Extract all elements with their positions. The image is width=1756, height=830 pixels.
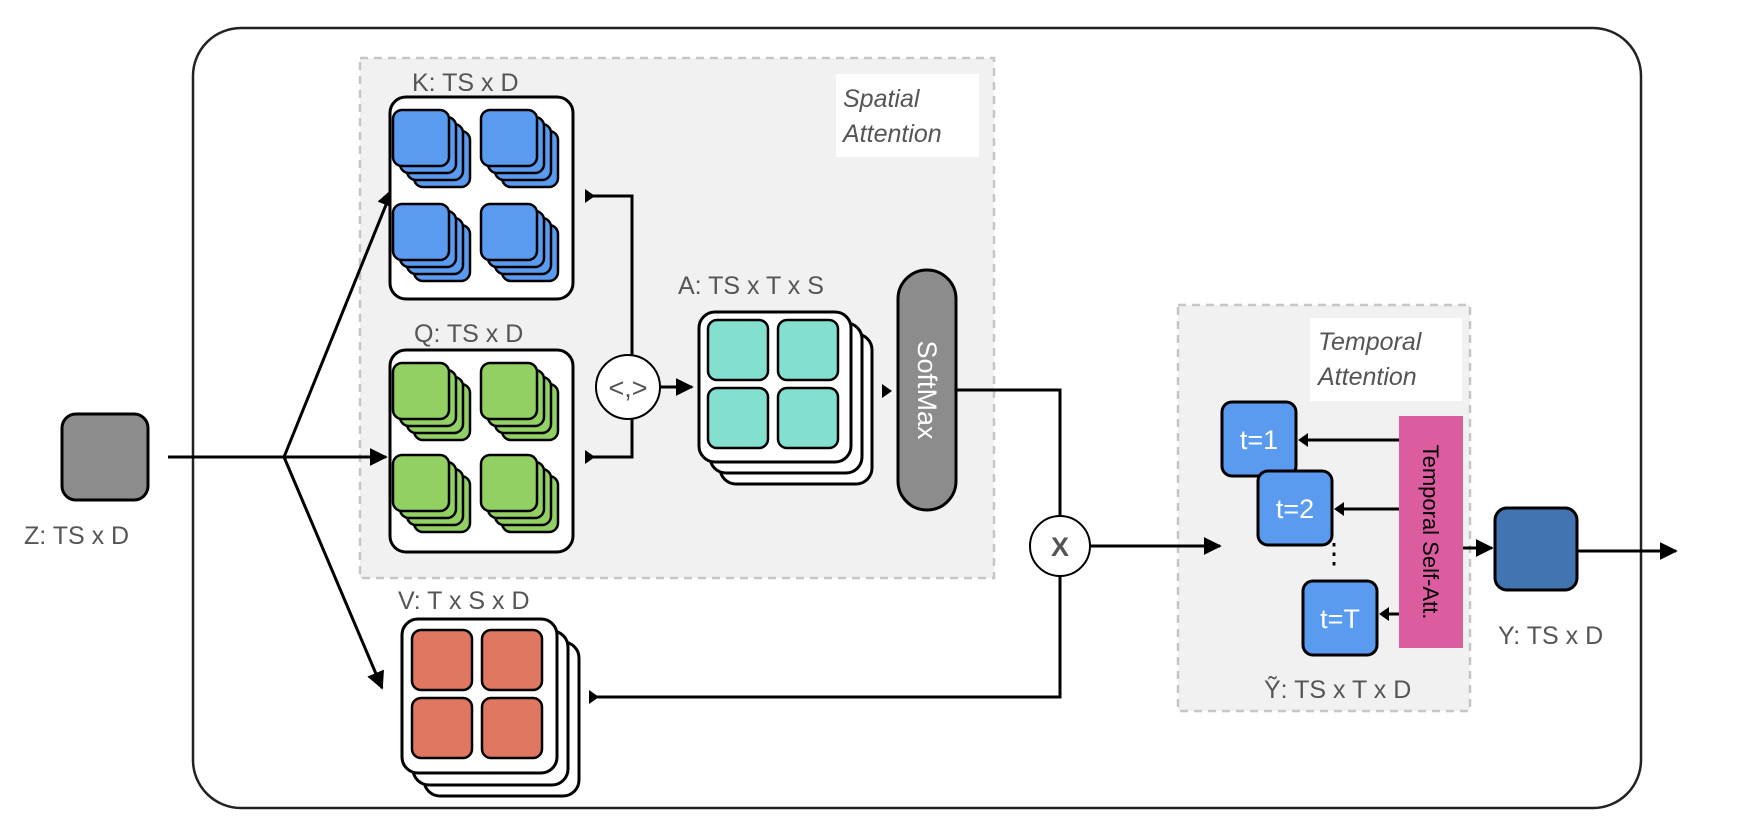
a-to-softmax-tick [882, 384, 892, 398]
branch-to-v-arrow [282, 456, 384, 690]
z-label: Z: TS x D [24, 522, 129, 550]
timestep-label-2: t=2 [1276, 494, 1314, 524]
timestep-label-T: t=T [1320, 604, 1360, 634]
query-cell-stack [391, 453, 472, 534]
temporal-self-att-block [1399, 416, 1463, 648]
key-cell-stack [479, 202, 560, 283]
z-input-block [60, 412, 150, 502]
multiply-symbol: X [1051, 532, 1069, 562]
timestep-ellipsis: ⋮ [1320, 538, 1348, 569]
v-to-multiply-line [592, 576, 1062, 699]
k-output-connector [585, 194, 634, 382]
k-label: K: TS x D [412, 69, 519, 97]
v-label: V: T x S x D [398, 587, 530, 615]
branch-to-k-arrow [282, 188, 395, 458]
timestep-block-2 [1256, 469, 1334, 547]
y-label: Y: TS x D [1498, 622, 1603, 650]
key-tensor [388, 95, 575, 301]
spatial-attention-title-line1: Spatial [843, 85, 921, 113]
a-label: A: TS x T x S [678, 272, 824, 300]
tsa-to-tT-tick [1379, 607, 1389, 621]
q-label: Q: TS x D [414, 320, 523, 348]
temporal-attention-title-line2: Attention [1316, 363, 1417, 391]
temporal-attention-label-box [1310, 318, 1462, 401]
y-output-block [1493, 506, 1579, 592]
query-cell-stack [391, 361, 472, 442]
y-tilde-label: Ỹ: TS x T x D [1264, 675, 1411, 704]
key-cell-stack [391, 202, 472, 283]
temporal-attention-title-line1: Temporal [1318, 328, 1423, 356]
query-cell-stack [479, 453, 560, 534]
timestep-label-1: t=1 [1240, 425, 1278, 455]
timestep-block-T [1301, 579, 1379, 657]
query-tensor [388, 348, 575, 554]
tsa-to-t1-tick [1298, 433, 1308, 447]
inner-product-symbol: <,> [608, 373, 647, 403]
key-cell-stack [391, 108, 472, 189]
q-output-tick [585, 450, 595, 464]
v-output-tick [589, 690, 599, 704]
value-tensor [400, 617, 581, 798]
attention-tensor [697, 310, 874, 486]
query-cell-stack [479, 361, 560, 442]
softmax-to-multiply-line [956, 388, 1062, 516]
softmax-label: SoftMax [912, 340, 942, 440]
k-output-tick [585, 189, 595, 203]
key-cell-stack [479, 108, 560, 189]
spatial-attention-label-box [836, 74, 979, 157]
tsa-to-t2-tick [1334, 502, 1344, 516]
temporal-self-att-label: Temporal Self-Att. [1418, 445, 1443, 620]
spatial-attention-title-line2: Attention [841, 120, 942, 148]
